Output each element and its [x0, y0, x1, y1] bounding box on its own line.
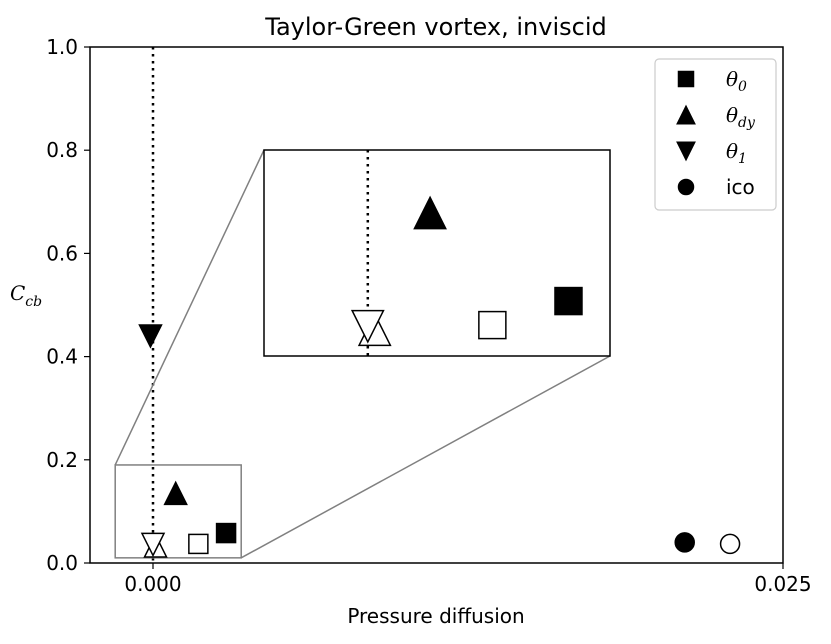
- marker-square-open: [188, 533, 209, 555]
- legend-frame: [654, 58, 777, 211]
- legend-entry-base: ico: [726, 175, 755, 199]
- inset-marker-square-filled: [554, 286, 583, 316]
- inset-marker-triangle-down-open: [350, 309, 385, 344]
- y-tick-label: 0.6: [46, 241, 78, 265]
- inset-frame: [263, 149, 611, 357]
- zoom-region-box: [114, 464, 242, 559]
- inset-marker-triangle-up-filled: [413, 195, 447, 230]
- zoom-connector-bottom: [240, 355, 611, 559]
- y-axis-ticks: 0.0 0.2 0.4 0.6 0.8 1.0: [46, 35, 90, 575]
- y-axis-label-sub: cb: [25, 294, 42, 310]
- y-axis-label-base: C: [10, 281, 25, 305]
- main-plot-markers: [138, 324, 741, 558]
- legend-entry-base: θ: [726, 67, 738, 91]
- legend-entry-base: θ: [726, 139, 738, 163]
- legend-marker-triangle-up: [676, 104, 696, 125]
- legend-entry-sub: 1: [738, 151, 747, 167]
- marker-circle-filled: [674, 532, 695, 553]
- marker-triangle-down-filled: [138, 324, 163, 349]
- x-axis-ticks: 0.000 0.025: [124, 563, 812, 596]
- marker-square-filled: [215, 522, 237, 544]
- inset-plot-markers: [350, 195, 583, 347]
- legend-marker-circle: [677, 178, 695, 196]
- y-axis-label: Ccb: [10, 281, 42, 310]
- plot-area-frame: [89, 46, 784, 564]
- legend-marker-square: [677, 70, 695, 88]
- legend-entry-sub: dy: [738, 115, 756, 131]
- legend-entry-base: θ: [726, 103, 738, 127]
- y-tick-label: 0.2: [46, 448, 78, 472]
- legend-entry-label: ico: [726, 175, 755, 199]
- marker-triangle-down-open: [140, 532, 166, 558]
- legend-entry-label: θdy: [726, 103, 756, 131]
- chart-title: Taylor-Green vortex, inviscid: [264, 13, 606, 41]
- x-tick-label: 0.000: [124, 572, 181, 596]
- x-axis-label: Pressure diffusion: [347, 604, 524, 628]
- zoom-connector-top: [114, 149, 265, 466]
- legend-marker-triangle-down: [676, 141, 696, 162]
- marker-triangle-up-filled: [163, 480, 188, 506]
- y-tick-label: 0.8: [46, 138, 78, 162]
- y-tick-label: 0.4: [46, 345, 78, 369]
- legend-entry-sub: 0: [738, 79, 747, 95]
- marker-circle-open: [719, 533, 741, 555]
- y-tick-label: 0.0: [46, 551, 78, 575]
- y-tick-label: 1.0: [46, 35, 78, 59]
- inset-marker-square-open: [478, 310, 507, 340]
- x-tick-label: 0.025: [754, 572, 811, 596]
- legend-entry-label: θ0: [726, 67, 747, 95]
- legend-entry-label: θ1: [726, 139, 747, 167]
